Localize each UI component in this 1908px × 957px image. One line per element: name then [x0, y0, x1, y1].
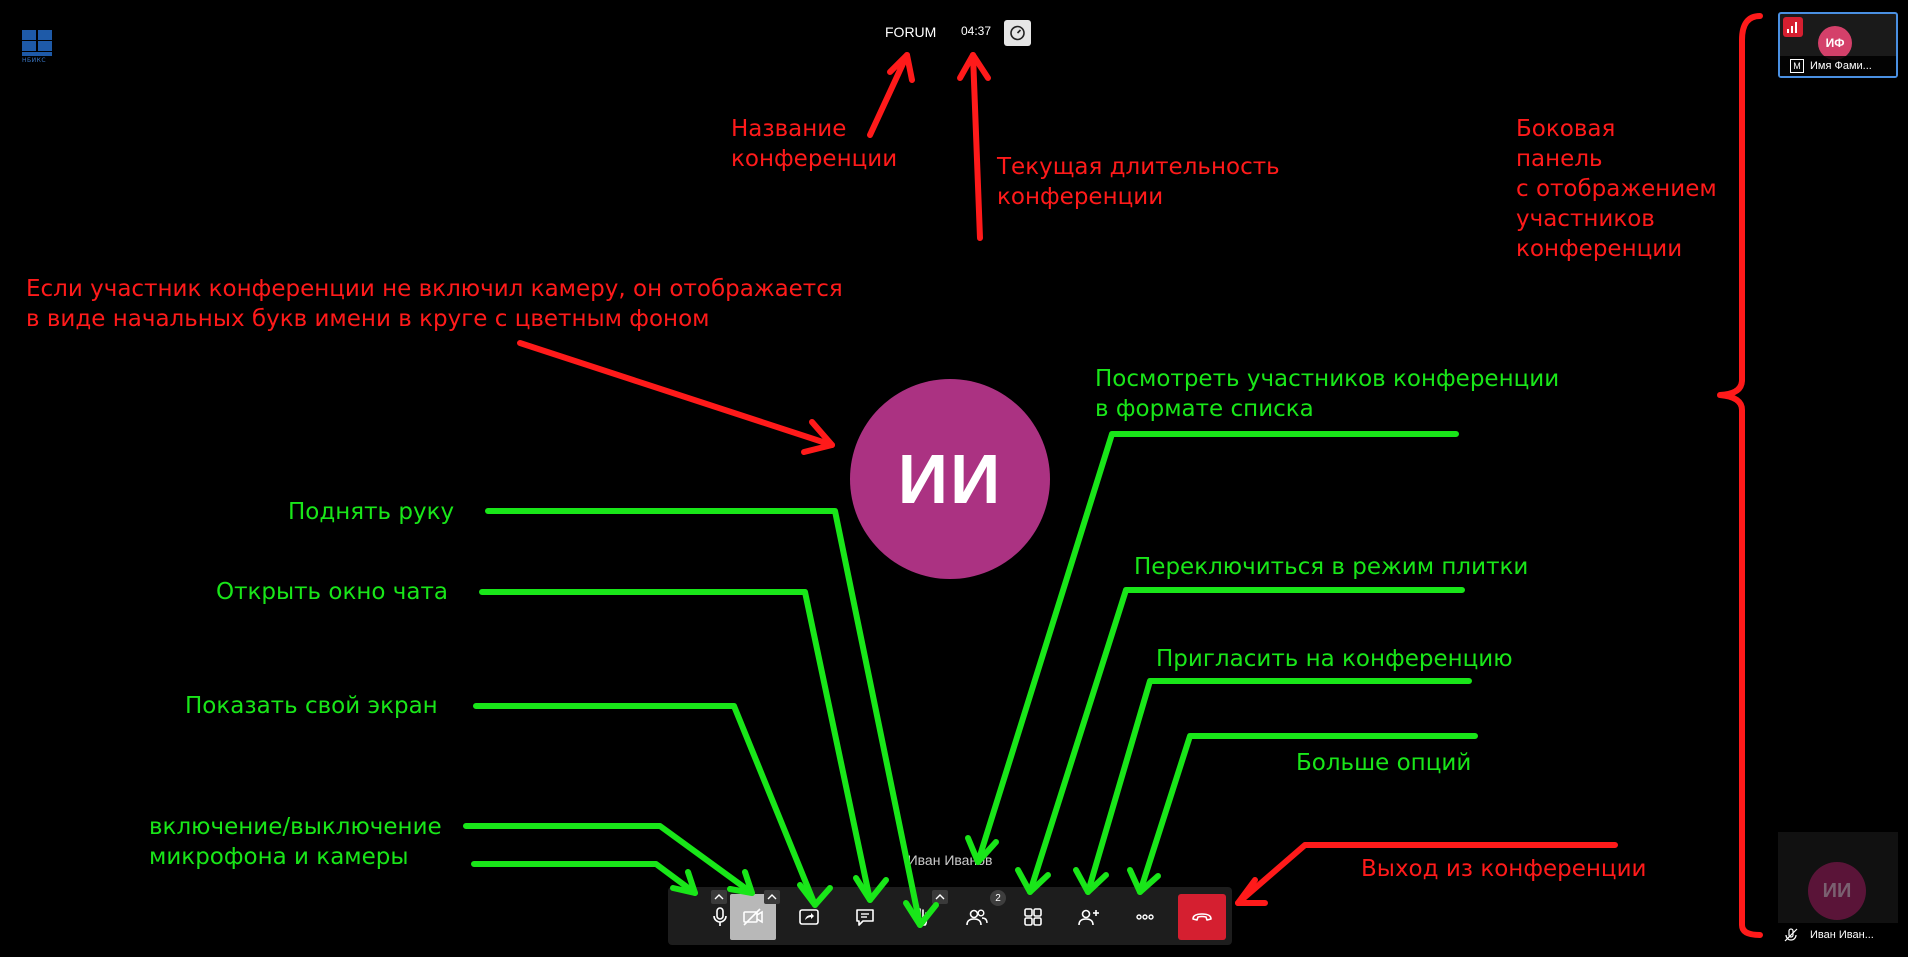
- participants-button[interactable]: [954, 894, 1000, 940]
- annotation-raise-hand: Поднять руку: [288, 499, 455, 525]
- annotation-line: участников: [1516, 206, 1655, 232]
- annotation-line: конференции: [1516, 236, 1683, 262]
- invite-button[interactable]: [1066, 894, 1112, 940]
- chat-icon: [856, 909, 874, 926]
- annotation-line: микрофона и камеры: [149, 844, 409, 870]
- participant-tile-name-bar: M Имя Фами...: [1780, 56, 1896, 76]
- annotation-line: Если участник конференции не включил кам…: [26, 276, 843, 302]
- share-screen-button[interactable]: [786, 894, 832, 940]
- microphone-muted-icon: [1784, 928, 1798, 942]
- annotation-conference-name: Название конференции: [731, 114, 897, 174]
- annotation-line: включение/выключение: [149, 814, 442, 840]
- annotation-open-chat: Открыть окно чата: [216, 579, 448, 605]
- annotation-side-panel: Боковая панель с отображением участников…: [1516, 114, 1717, 264]
- speaker-name: Иван Иванов: [907, 852, 993, 868]
- annotation-line: Текущая длительность: [997, 154, 1280, 180]
- app-logo: НБИКС: [22, 30, 56, 64]
- connection-indicator[interactable]: [1783, 17, 1803, 37]
- annotation-line: панель: [1516, 146, 1603, 172]
- annotation-line: Название: [731, 116, 847, 142]
- more-icon: [1136, 914, 1154, 920]
- microphone-options-caret[interactable]: [711, 890, 727, 904]
- conference-timer: 04:37: [961, 24, 992, 38]
- logo-text: НБИКС: [22, 57, 47, 64]
- self-tile-name: Иван Иван...: [1810, 929, 1874, 941]
- share-screen-icon: [799, 909, 819, 925]
- self-tile-avatar: ИИ: [1808, 862, 1866, 920]
- conference-title: FORUM: [885, 24, 937, 40]
- self-tile-name-bar: Иван Иван...: [1778, 923, 1898, 947]
- annotation-line: с отображением: [1516, 176, 1717, 202]
- hangup-icon: [1192, 913, 1212, 921]
- annotation-line: конференции: [997, 184, 1164, 210]
- hangup-button[interactable]: [1178, 894, 1226, 940]
- annotation-share-screen: Показать свой экран: [185, 693, 438, 719]
- more-options-button[interactable]: [1122, 894, 1168, 940]
- annotation-duration: Текущая длительность конференции: [997, 152, 1280, 212]
- conference-toolbar: 2: [668, 887, 1232, 945]
- chat-button[interactable]: [842, 894, 888, 940]
- annotation-more-options: Больше опций: [1296, 750, 1472, 776]
- moderator-icon: M: [1790, 59, 1804, 73]
- participants-count-badge: 2: [990, 890, 1006, 906]
- camera-off-icon: [743, 908, 763, 926]
- annotation-no-camera: Если участник конференции не включил кам…: [26, 274, 843, 334]
- participants-icon: [966, 909, 988, 926]
- annotation-leave: Выход из конференции: [1361, 856, 1647, 882]
- annotation-line: Посмотреть участников конференции: [1095, 366, 1560, 392]
- participant-tile-avatar: ИФ: [1818, 26, 1852, 60]
- annotation-line: в виде начальных букв имени в круге с цв…: [26, 306, 710, 332]
- participant-tile-name: Имя Фами...: [1810, 60, 1872, 72]
- chevron-up-icon: [935, 894, 945, 900]
- invite-icon: [1078, 909, 1099, 926]
- sidebar-participant-tile[interactable]: ИФ M Имя Фами...: [1778, 12, 1898, 78]
- annotation-invite: Пригласить на конференцию: [1156, 646, 1513, 672]
- annotation-tile-mode: Переключиться в режим плитки: [1134, 554, 1529, 580]
- microphone-icon: [713, 907, 727, 926]
- tile-view-icon: [1024, 908, 1042, 926]
- sidebar-self-tile[interactable]: ИИ Иван Иван...: [1778, 832, 1898, 947]
- annotation-line: в формате списка: [1095, 396, 1314, 422]
- annotation-line: конференции: [731, 146, 898, 172]
- raise-hand-options-caret[interactable]: [932, 890, 948, 904]
- speedometer-icon: [1010, 25, 1025, 41]
- annotation-list-view: Посмотреть участников конференции в форм…: [1095, 364, 1559, 424]
- annotation-line: Боковая: [1516, 116, 1616, 142]
- chevron-up-icon: [767, 894, 777, 900]
- camera-options-caret[interactable]: [764, 890, 780, 904]
- annotation-mic-cam: включение/выключение микрофона и камеры: [149, 812, 442, 872]
- connection-quality-button[interactable]: [1004, 20, 1031, 46]
- chevron-up-icon: [714, 894, 724, 900]
- signal-bars-icon: [1787, 22, 1797, 33]
- tile-view-button[interactable]: [1010, 894, 1056, 940]
- microphone-button[interactable]: [697, 894, 743, 940]
- participant-avatar: ИИ: [850, 379, 1050, 579]
